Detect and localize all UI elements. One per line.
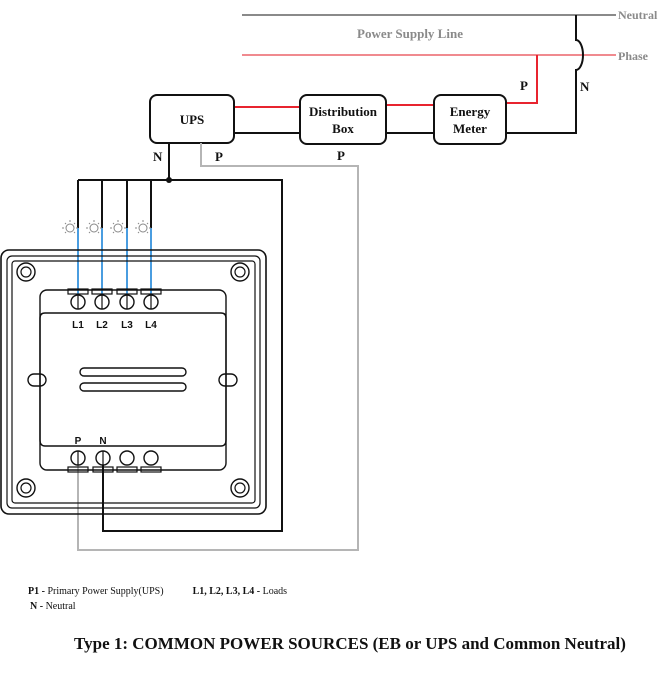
bulb-icon [135, 220, 151, 234]
corner-screw-icon [230, 262, 250, 282]
ups-n-label: N [153, 149, 163, 164]
legend: P1 - Primary Power Supply(UPS) L1, L2, L… [28, 584, 287, 614]
meter-p-label: P [520, 78, 528, 93]
energy-meter-label-1: Energy [450, 104, 491, 119]
load-label-l2: L2 [96, 320, 108, 331]
neutral-junction-dot [166, 177, 172, 183]
load-wires [77, 180, 152, 302]
corner-screw-icon [16, 262, 36, 282]
bulb-icon [86, 220, 102, 234]
diagram-title: Type 1: COMMON POWER SOURCES (EB or UPS … [74, 634, 626, 653]
ups-neutral-wire [102, 143, 283, 532]
energy-meter-box [433, 94, 507, 145]
energy-meter-label-2: Meter [453, 121, 487, 136]
load-label-l3: L3 [121, 320, 133, 331]
ups-label: UPS [180, 112, 205, 127]
ups-box [149, 94, 235, 144]
dist-p-label: P [337, 148, 345, 163]
legend-row-n: N - Neutral [28, 599, 287, 614]
legend-n-key: N - [30, 601, 44, 612]
phase-label: Phase [618, 49, 649, 63]
legend-row-p1: P1 - Primary Power Supply(UPS) L1, L2, L… [28, 584, 287, 599]
neutral-drop-wire [506, 15, 584, 134]
legend-loads-key: L1, L2, L3, L4 - [192, 586, 261, 597]
input-label-n: N [99, 436, 106, 447]
ups-phase-loop-wire [77, 143, 359, 551]
phase-drop-wire [506, 55, 538, 104]
ups-p-label: P [215, 149, 223, 164]
distribution-label-2: Box [332, 121, 354, 136]
input-label-p: P [75, 436, 82, 447]
bulb-icon [110, 220, 126, 234]
bulb-icon [62, 220, 78, 234]
power-supply-line-label: Power Supply Line [357, 26, 463, 41]
distribution-label-1: Distribution [309, 104, 378, 119]
corner-screw-icon [230, 478, 250, 498]
legend-p1-text: Primary Power Supply(UPS) [47, 586, 164, 597]
legend-loads-text: Loads [262, 586, 288, 597]
legend-n-text: Neutral [45, 601, 76, 612]
corner-screw-icon [16, 478, 36, 498]
input-terminals [67, 450, 162, 473]
load-terminals [67, 288, 162, 310]
load-label-l1: L1 [72, 320, 84, 331]
meter-n-label: N [580, 79, 590, 94]
bulb-icons [62, 220, 151, 234]
distribution-box [299, 94, 387, 145]
switch-plate [0, 249, 267, 515]
load-label-l4: L4 [145, 320, 157, 331]
neutral-label: Neutral [618, 8, 658, 22]
legend-p1-key: P1 - [28, 586, 45, 597]
